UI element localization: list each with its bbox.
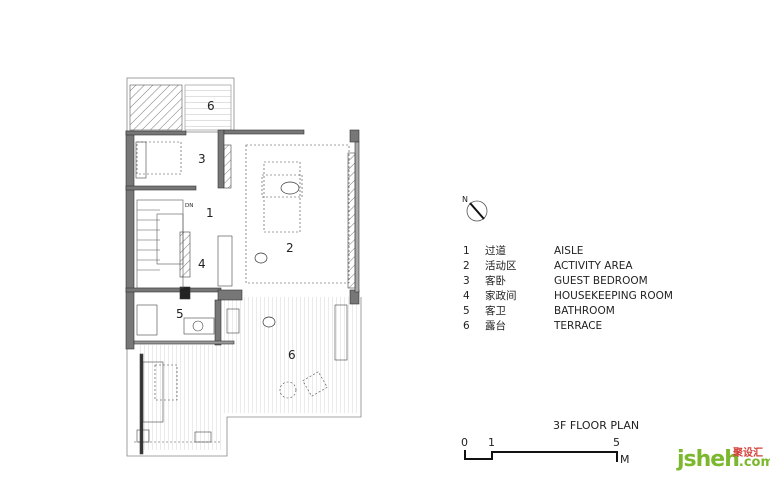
- svg-text:客卧: 客卧: [485, 274, 506, 287]
- top-terrace: [126, 77, 235, 133]
- room-number-2: 2: [286, 241, 294, 255]
- room-number-4: 4: [198, 257, 206, 271]
- svg-text:6: 6: [463, 320, 470, 332]
- room-number-1: 1: [206, 206, 214, 220]
- room-number-6-lower: 6: [288, 348, 296, 362]
- svg-text:BATHROOM: BATHROOM: [554, 305, 615, 317]
- svg-text:ACTIVITY AREA: ACTIVITY AREA: [554, 260, 633, 272]
- room-number-3: 3: [198, 152, 206, 166]
- svg-text:AISLE: AISLE: [554, 245, 583, 257]
- svg-text:家政间: 家政间: [485, 289, 517, 302]
- scale-bar: 0 1 5 M: [461, 436, 630, 466]
- svg-text:GUEST BEDROOM: GUEST BEDROOM: [554, 275, 648, 287]
- north-label: N: [462, 195, 468, 204]
- watermark-logo: jsheh.com 聚设汇: [677, 447, 770, 472]
- walls: [125, 129, 360, 350]
- svg-text:TERRACE: TERRACE: [553, 320, 602, 332]
- room-number-6-top: 6: [207, 99, 215, 113]
- legend: 1 过道 AISLE 2 活动区 ACTIVITY AREA 3 客卧 GUEST BEDR…: [463, 244, 673, 332]
- svg-text:2: 2: [463, 260, 470, 272]
- svg-text:0: 0: [461, 436, 468, 449]
- svg-text:4: 4: [463, 290, 470, 302]
- lower-terrace: [126, 297, 362, 457]
- furniture-figures: [254, 181, 300, 328]
- svg-text:客卫: 客卫: [485, 304, 506, 317]
- svg-text:5: 5: [463, 305, 470, 317]
- svg-text:M: M: [620, 453, 630, 466]
- plan-title: 3F FLOOR PLAN: [553, 419, 639, 432]
- svg-text:5: 5: [613, 436, 620, 449]
- north-arrow-icon: N: [462, 195, 488, 222]
- svg-text:1: 1: [488, 436, 495, 449]
- svg-text:3: 3: [463, 275, 470, 287]
- interior-details: [134, 141, 356, 455]
- svg-text:HOUSEKEEPING ROOM: HOUSEKEEPING ROOM: [554, 290, 673, 302]
- svg-text:1: 1: [463, 245, 470, 257]
- room-number-5: 5: [176, 307, 184, 321]
- svg-text:活动区: 活动区: [485, 260, 517, 272]
- stair-dn-label: DN: [185, 203, 193, 209]
- svg-text:过道: 过道: [485, 244, 506, 257]
- svg-text:露台: 露台: [485, 319, 506, 332]
- stair: [136, 199, 184, 289]
